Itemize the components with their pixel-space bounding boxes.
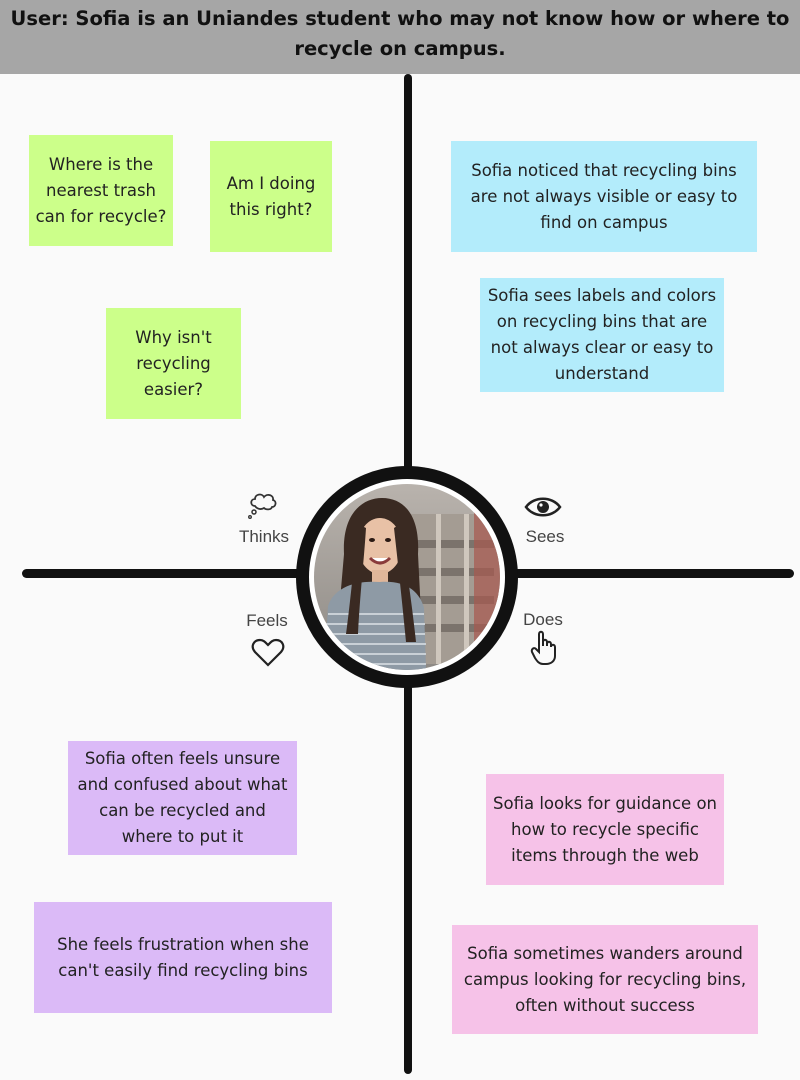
thinks-note-1: Where is the nearest trash can for recyc… xyxy=(29,135,173,246)
does-note-2: Sofia sometimes wanders around campus lo… xyxy=(452,925,758,1034)
does-label: Does xyxy=(523,610,563,629)
header-line-2: recycle on campus. xyxy=(294,37,506,60)
user-avatar xyxy=(296,466,518,688)
horizontal-axis-right xyxy=(512,569,794,578)
horizontal-axis-left xyxy=(22,569,304,578)
user-photo xyxy=(314,484,500,670)
feels-label: Feels xyxy=(246,611,288,630)
empathy-map-header: User: Sofia is an Uniandes student who m… xyxy=(0,0,800,74)
sees-label: Sees xyxy=(525,527,565,546)
eye-icon xyxy=(524,497,562,517)
pointing-hand-icon xyxy=(530,630,556,665)
heart-icon xyxy=(251,638,285,667)
feels-note-1: Sofia often feels unsure and confused ab… xyxy=(68,741,297,855)
thinks-note-2: Am I doing this right? xyxy=(210,141,332,252)
header-line-1: User: Sofia is an Uniandes student who m… xyxy=(10,7,790,30)
does-note-1: Sofia looks for guidance on how to recyc… xyxy=(486,774,724,885)
thought-bubble-icon xyxy=(248,493,277,519)
vertical-axis-bottom xyxy=(404,684,412,1074)
thinks-label: Thinks xyxy=(238,527,290,546)
feels-note-2: She feels frustration when she can't eas… xyxy=(34,902,332,1013)
vertical-axis-top xyxy=(404,74,412,470)
sees-note-2: Sofia sees labels and colors on recyclin… xyxy=(480,278,724,392)
sees-note-1: Sofia noticed that recycling bins are no… xyxy=(451,141,757,252)
thinks-note-3: Why isn't recycling easier? xyxy=(106,308,241,419)
